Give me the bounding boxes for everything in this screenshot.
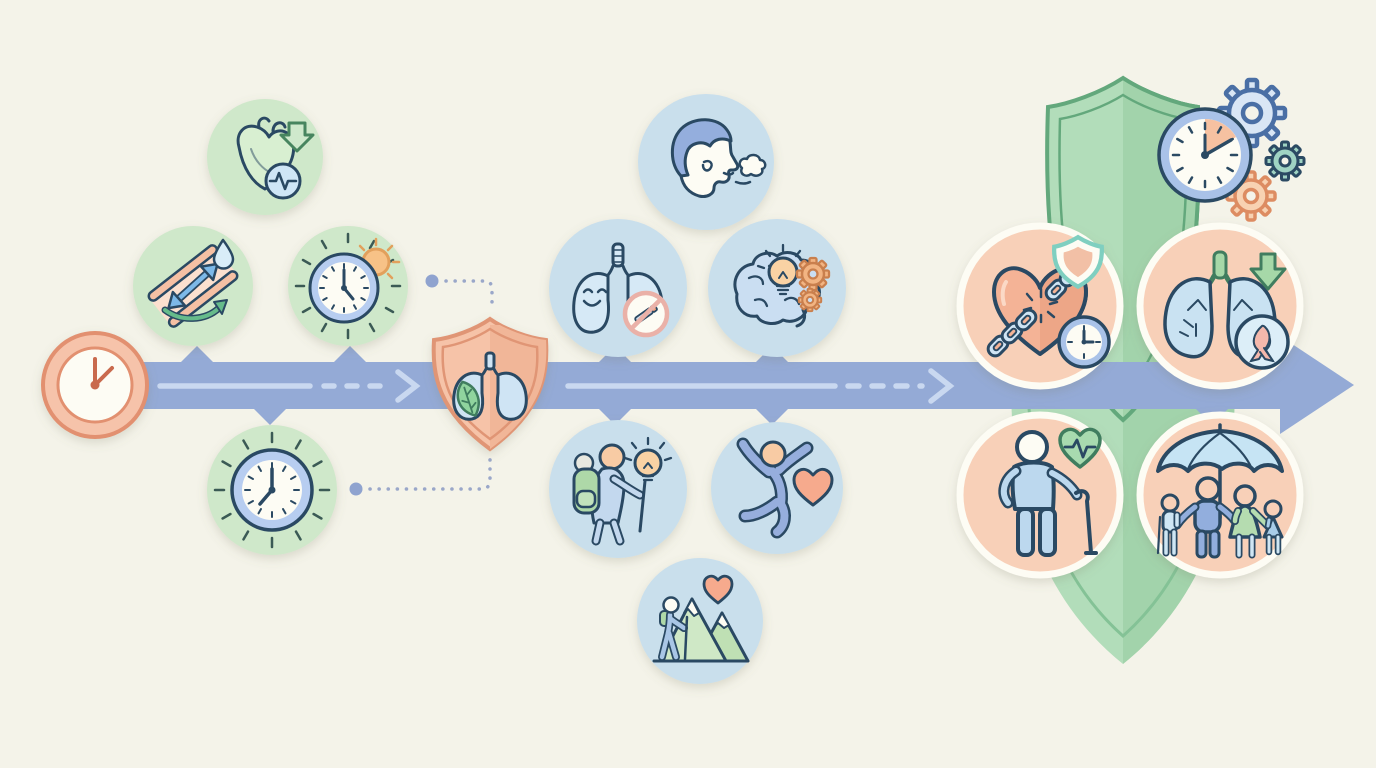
breathing-person-icon (638, 94, 774, 230)
trekking-pole (683, 615, 689, 661)
family-figures (1156, 476, 1284, 559)
healthy-aging-icon (956, 411, 1124, 579)
mountain-hiker-heart-icon (637, 558, 763, 684)
heart-pulse-icon (1058, 427, 1102, 469)
heart-icon (792, 467, 834, 507)
timeline-inner-arrows (157, 368, 955, 404)
family-protection-umbrella-icon (1136, 411, 1304, 579)
happy-lungs-no-smoking-icon (549, 219, 687, 357)
lung-cancer-risk-down-icon (1136, 222, 1304, 390)
joyful-person-heart-icon (711, 422, 843, 554)
heart-icon (702, 574, 734, 605)
shield-lungs-leaf-icon (431, 316, 549, 452)
down-arrow-icon (279, 121, 315, 153)
droplet-icon (212, 238, 235, 270)
lightbulb-icon (623, 436, 673, 482)
no-smoking-badge-icon (622, 290, 670, 338)
dotted-connector-bottom (349, 456, 492, 496)
down-arrow-icon (1249, 252, 1287, 291)
awareness-ribbon-badge-icon (1234, 314, 1290, 370)
heart-rate-down-icon (207, 99, 323, 215)
clock-badge-icon (1057, 315, 1111, 369)
clock-sun-icon (288, 226, 408, 346)
head (1015, 430, 1049, 464)
hiking-energy-icon (549, 420, 687, 558)
shield-badge-icon (1052, 234, 1104, 290)
leaf-icon (456, 380, 480, 417)
broken-chain-icon (986, 264, 1082, 358)
clock-icon (41, 331, 149, 439)
breath-puff-icon (734, 153, 767, 185)
radiant-ticks (213, 431, 331, 549)
brain-clarity-icon (708, 219, 846, 357)
radiant-ticks (294, 232, 402, 340)
trekking-pole (638, 479, 647, 533)
break-sparks (1022, 287, 1059, 324)
dotted-connector-top (425, 274, 494, 312)
cane-icon (1074, 489, 1098, 555)
stopwatch-icon (1157, 107, 1253, 203)
clock-radiant-icon (207, 425, 337, 555)
pulse-badge-icon (264, 162, 302, 200)
flow-arrow-icon (161, 299, 228, 322)
gear-icon (797, 287, 823, 313)
heart-risk-chain-break-icon (956, 222, 1124, 390)
blood-circulation-icon (133, 226, 253, 346)
gear-icon (795, 256, 831, 292)
head (598, 443, 626, 471)
exchange-arrow-icon (167, 262, 219, 310)
stopwatch-gears-icon (1157, 77, 1306, 222)
jumping-figure (736, 437, 814, 539)
hiker-figure (658, 596, 689, 661)
gear-icon (1264, 140, 1306, 182)
